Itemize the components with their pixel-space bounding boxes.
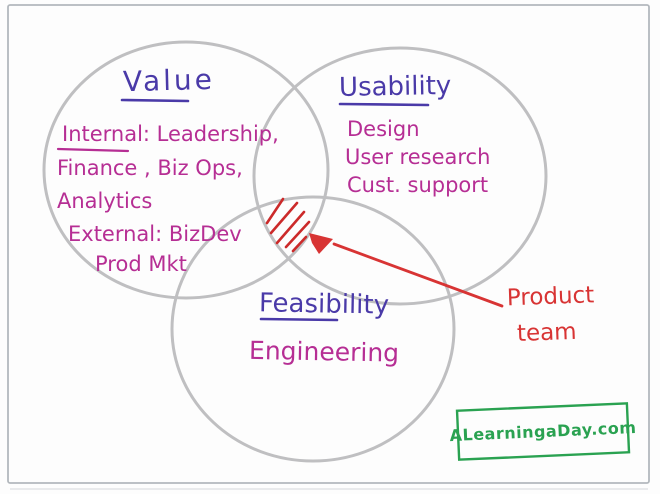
- value-item: Prod Mkt: [95, 252, 187, 276]
- value-item: Analytics: [57, 189, 152, 213]
- feasibility-heading: Feasibility: [259, 288, 390, 320]
- value-heading: Value: [123, 63, 216, 98]
- watermark-box: [455, 402, 631, 461]
- product-team-arrow: [332, 242, 504, 308]
- usability-circle: [252, 46, 548, 306]
- usability-section: Usability Design User research Cust. sup…: [338, 71, 490, 197]
- feasibility-item: Engineering: [249, 336, 399, 368]
- feasibility-underline: [259, 317, 339, 322]
- product-team-line2: team: [516, 319, 577, 347]
- usability-heading: Usability: [339, 71, 452, 103]
- watermark-text: ALearningaDay.com: [449, 418, 637, 445]
- arrowhead-icon: [309, 233, 333, 254]
- usability-item: User research: [345, 145, 490, 169]
- feasibility-circle: [170, 195, 456, 463]
- watermark: ALearningaDay.com: [449, 402, 637, 461]
- value-item: Finance , Biz Ops,: [57, 156, 243, 180]
- feasibility-section: Feasibility Engineering: [249, 288, 399, 367]
- usability-item: Design: [347, 117, 420, 141]
- canvas-frame: [7, 4, 650, 484]
- value-section: Value Internal: Leadership, Finance , Bi…: [56, 63, 279, 276]
- usability-underline: [338, 102, 430, 107]
- value-circle: [42, 40, 330, 300]
- product-team-line1: Product: [506, 282, 594, 311]
- value-item: Internal: Leadership,: [62, 122, 279, 146]
- product-team-label: Product team: [506, 282, 594, 347]
- internal-underline: [56, 147, 130, 153]
- usability-item: Cust. support: [347, 173, 488, 197]
- center-intersection-hatch: [265, 197, 311, 253]
- value-underline: [120, 98, 190, 103]
- value-item: External: BizDev: [68, 222, 242, 246]
